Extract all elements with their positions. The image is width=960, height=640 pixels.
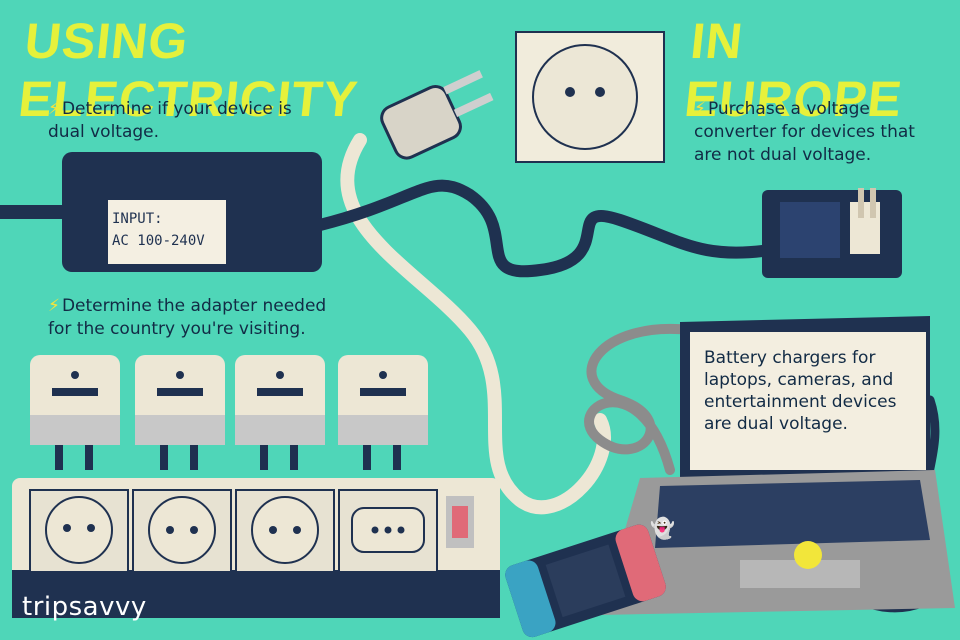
- game-console: [505, 524, 666, 638]
- gray-cable: [584, 323, 695, 475]
- tip-text: Determine the adapter needed for the cou…: [48, 296, 327, 339]
- input-label-line-1: INPUT:: [112, 211, 163, 227]
- lightning-icon: ⚡: [694, 99, 706, 119]
- tip-adapter: ⚡Determine the adapter needed for the co…: [48, 295, 348, 341]
- tripsavvy-logo: tripsavvy: [22, 592, 147, 622]
- white-cable: [340, 133, 611, 515]
- navy-cable: [314, 179, 776, 278]
- tip-converter: ⚡Purchase a voltage converter for device…: [694, 98, 944, 167]
- face-sticker: [794, 541, 822, 569]
- tip-text: Purchase a voltage converter for devices…: [694, 99, 915, 165]
- input-label: INPUT: AC 100-240V: [112, 208, 224, 252]
- travel-adapters: [30, 355, 428, 470]
- laptop-screen-text: Battery chargers for laptops, cameras, a…: [704, 348, 897, 434]
- lightning-icon: ⚡: [48, 99, 60, 119]
- input-label-line-2: AC 100-240V: [112, 233, 205, 249]
- lightning-icon: ⚡: [48, 296, 60, 316]
- voltage-converter: [762, 188, 902, 278]
- power-strip: [12, 478, 500, 618]
- ghost-sticker: 👻: [650, 516, 675, 540]
- laptop: [600, 316, 955, 615]
- us-plug: [380, 70, 494, 160]
- tip-text: Determine if your device is dual voltage…: [48, 99, 292, 142]
- tip-dual-voltage: ⚡Determine if your device is dual voltag…: [48, 98, 318, 144]
- brick-label: [108, 200, 226, 264]
- wall-socket: [515, 31, 665, 163]
